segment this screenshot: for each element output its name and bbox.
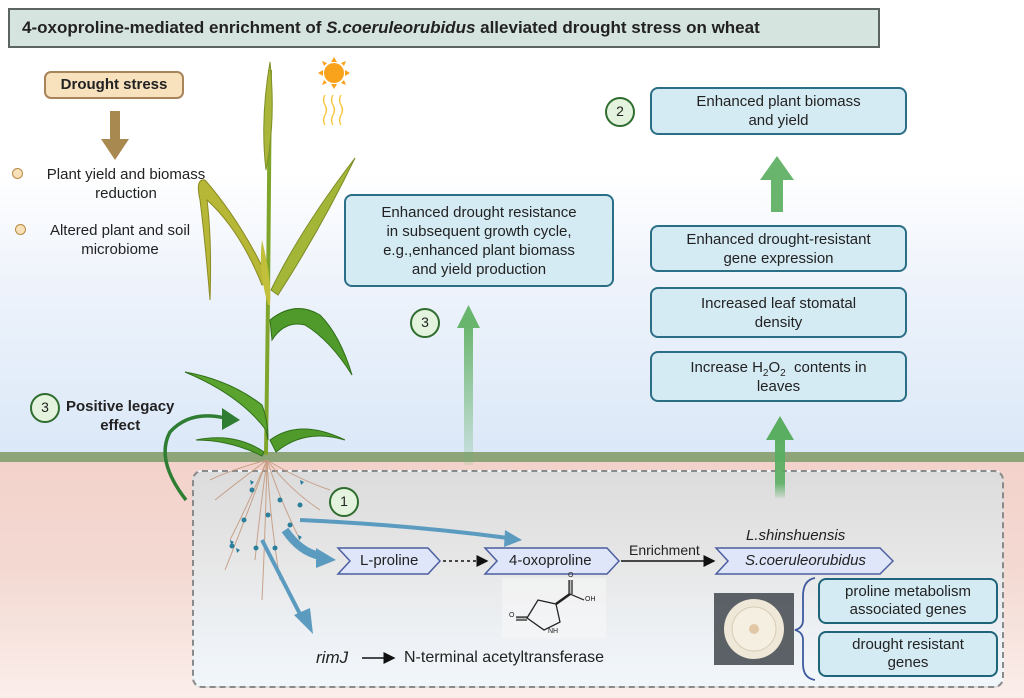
title-species: S.coeruleorubidus — [326, 18, 476, 37]
title-part2: alleviated drought stress on wheat — [475, 18, 760, 37]
drought-down-arrow — [101, 111, 129, 160]
enrichment-label: Enrichment — [629, 542, 700, 558]
drought-stress-label: Drought stress — [44, 71, 184, 99]
enhanced-drought-resistance-box: Enhanced drought resistance in subsequen… — [344, 194, 614, 287]
drought-resistant-genes-box: drought resistant genes — [818, 631, 998, 677]
l-proline-chevron — [336, 547, 442, 575]
ground-surface — [0, 452, 1024, 462]
bullet-icon — [15, 224, 26, 235]
step-3-badge-center: 3 — [410, 308, 440, 338]
molecule-label-nh: NH — [548, 628, 559, 635]
effect-yield-reduction: Plant yield and biomass reduction — [46, 166, 206, 202]
legacy-arrowhead — [222, 408, 240, 430]
stomatal-density-box: Increased leaf stomatal density — [650, 287, 907, 338]
positive-legacy-label: Positive legacy effect — [66, 398, 175, 434]
h2o2-contents-box: Increase H2O2 contents in leaves — [650, 351, 907, 402]
root-arrows — [260, 518, 522, 634]
species-chevron — [714, 547, 895, 575]
sun-icon — [318, 57, 350, 126]
acetyltransferase-label: N-terminal acetyltransferase — [404, 649, 605, 666]
wheat-plant-illustration — [184, 61, 356, 601]
rimj-gene-label: rimJ — [316, 648, 349, 667]
gene-expression-box: Enhanced drought-resistant gene expressi… — [650, 225, 907, 272]
s-coeruleorubidus-label: S.coeruleorubidus — [745, 552, 866, 569]
h2o2-line1: Increase H2O2 contents in — [690, 358, 867, 379]
l-proline-label: L-proline — [360, 552, 419, 569]
molecule-label-o: O — [509, 612, 515, 619]
legacy-curved-arrow — [163, 414, 226, 502]
step-1-badge: 1 — [329, 487, 359, 517]
proline-metabolism-genes-box: proline metabolism associated genes — [818, 578, 998, 624]
molecule-image — [502, 578, 606, 638]
right-up-arrow-top — [760, 156, 794, 212]
l-shinshuensis-label: L.shinshuensis — [746, 527, 846, 544]
bullet-icon — [12, 168, 23, 179]
oxoproline-label: 4-oxoproline — [509, 552, 592, 569]
step-2-badge: 2 — [605, 97, 635, 127]
diagram-title: 4-oxoproline-mediated enrichment of S.co… — [8, 8, 880, 48]
right-up-arrow-bottom — [766, 416, 794, 498]
step-3-badge-legacy: 3 — [30, 393, 60, 423]
gene-brace — [794, 577, 816, 681]
molecule-label-oh: OH — [585, 596, 596, 603]
enhanced-biomass-box: Enhanced plant biomass and yield — [650, 87, 907, 135]
center-up-arrow — [457, 305, 480, 465]
title-part1: 4-oxoproline-mediated enrichment of — [22, 18, 327, 37]
molecule-label-o-top: O — [568, 572, 574, 579]
effect-microbiome: Altered plant and soil microbiome — [49, 222, 191, 258]
oxoproline-chevron — [483, 547, 621, 575]
